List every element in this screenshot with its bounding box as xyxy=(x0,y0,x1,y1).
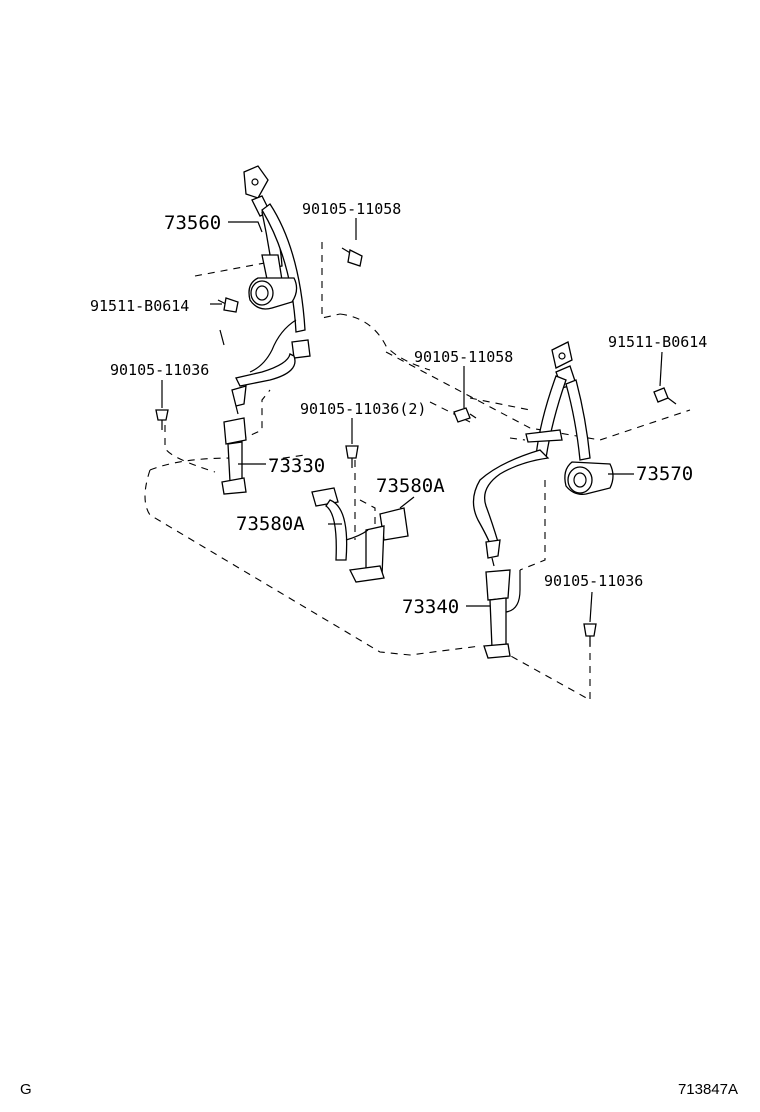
leader-lines xyxy=(161,218,663,623)
middle-buckles-73580A xyxy=(311,487,409,583)
bolt-icon xyxy=(345,445,359,468)
bolt-icon xyxy=(217,297,239,313)
label-73580a-right: 73580A xyxy=(376,475,445,497)
label-90105-11058-top: 90105-11058 xyxy=(302,200,401,218)
label-73560: 73560 xyxy=(164,212,221,234)
label-73580a-left: 73580A xyxy=(236,513,305,535)
bolt-icon xyxy=(653,387,677,405)
label-90105-11036-left: 90105-11036 xyxy=(110,361,209,379)
buckle-icon xyxy=(485,569,511,601)
right-shoulder-belt-73570 xyxy=(472,341,614,567)
label-73340: 73340 xyxy=(402,596,459,618)
footer-diagram-number: 713847A xyxy=(678,1081,738,1098)
label-90105-11058-mid: 90105-11058 xyxy=(414,348,513,366)
bolt-icon xyxy=(453,407,477,423)
seat-belt-retractor-icon xyxy=(248,277,298,310)
buckle-icon xyxy=(223,417,247,445)
left-shoulder-belt-73560 xyxy=(219,165,311,415)
bolt-icon xyxy=(583,623,597,646)
seat-belt-retractor-icon xyxy=(564,461,614,495)
label-91511-b0614-left: 91511-B0614 xyxy=(90,297,189,315)
label-91511-b0614-right: 91511-B0614 xyxy=(608,333,707,351)
seat-outline xyxy=(144,242,691,701)
bolt-icon xyxy=(155,409,169,430)
left-buckle-73330 xyxy=(221,417,247,495)
bolt-icon xyxy=(341,247,363,267)
label-90105-11036-2: 90105-11036(2) xyxy=(300,400,426,418)
label-73570: 73570 xyxy=(636,463,693,485)
right-buckle-73340 xyxy=(483,569,521,659)
footer-left-code: G xyxy=(20,1081,32,1098)
label-73330: 73330 xyxy=(268,455,325,477)
label-90105-11036-right: 90105-11036 xyxy=(544,572,643,590)
